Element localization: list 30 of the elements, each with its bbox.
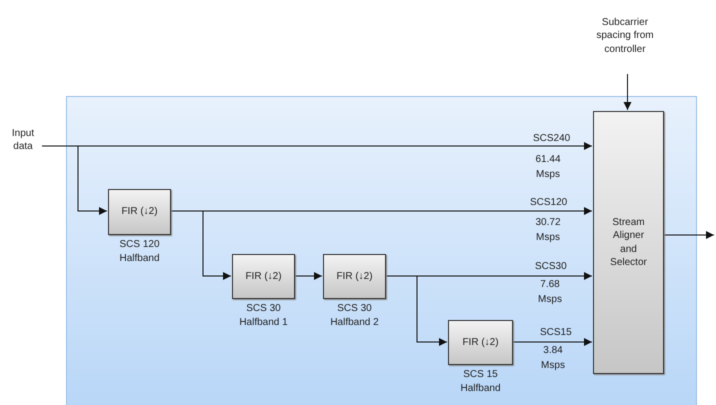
arrow [624, 74, 632, 110]
process-box [108, 189, 171, 235]
sample-rate-label: 7.68 Msps [537, 278, 563, 307]
sample-rate-label: 3.84 Msps [540, 344, 566, 373]
sample-rate-label: 61.44 Msps [534, 153, 562, 182]
arrow [170, 210, 232, 280]
box-label: FIR (↓2) [335, 270, 374, 284]
box-label: FIR (↓2) [120, 205, 159, 219]
text-label: Subcarrier spacing from controller [595, 4, 655, 68]
edge-label: SCS30 [535, 260, 567, 274]
text-label: Input data [4, 124, 42, 156]
process-box [232, 254, 295, 299]
arrow [512, 338, 592, 346]
box-label: Stream Aligner and Selector [609, 216, 648, 270]
edge-label: SCS120 [530, 196, 568, 210]
arrow [384, 276, 448, 346]
block-caption: SCS 30 Halfband 2 [329, 302, 380, 330]
edge-label: SCS240 [533, 132, 570, 146]
box-label: FIR (↓2) [244, 270, 283, 284]
edge-label: SCS15 [540, 326, 572, 340]
arrow [294, 272, 322, 280]
process-box [323, 254, 386, 299]
arrow [662, 231, 714, 239]
block-caption: SCS 30 Halfband 1 [238, 302, 289, 330]
block-caption: SCS 120 Halfband [118, 238, 161, 266]
process-box [593, 111, 664, 374]
sample-rate-label: 30.72 Msps [534, 216, 562, 245]
process-box [448, 320, 513, 365]
box-label: FIR (↓2) [461, 336, 500, 350]
block-caption: SCS 15 Halfband [459, 368, 502, 396]
